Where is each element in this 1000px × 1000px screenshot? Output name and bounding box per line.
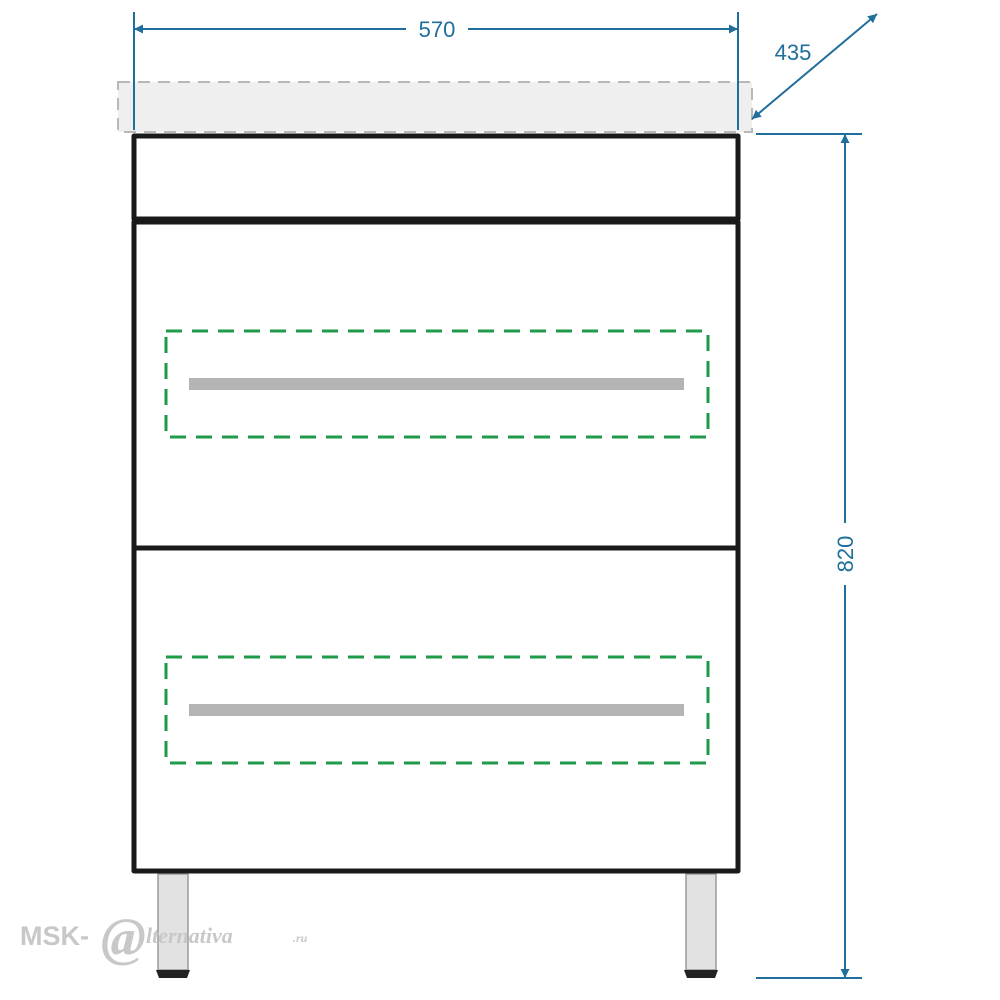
cabinet-body <box>131 133 741 874</box>
watermark-logo: MSK- @ lternativa .ru <box>20 907 308 967</box>
depth-dimension: 435 <box>751 13 878 120</box>
leg-right <box>684 873 718 978</box>
drawer-upper-handle-zone <box>164 329 710 439</box>
leg-left <box>156 873 190 978</box>
watermark-suffix: lternativa <box>146 923 233 948</box>
depth-label: 435 <box>775 40 812 65</box>
drawer-lower-handle <box>189 704 684 716</box>
drawer-upper-handle <box>189 378 684 390</box>
watermark-domain: .ru <box>293 931 308 945</box>
watermark-prefix: MSK- <box>20 921 89 951</box>
width-dimension: 570 <box>133 12 739 130</box>
height-label: 820 <box>833 536 858 573</box>
width-label: 570 <box>419 17 456 42</box>
watermark-at-sign: @ <box>101 907 146 967</box>
height-dimension: 820 <box>756 133 862 979</box>
drawer-lower-handle-zone <box>164 655 710 765</box>
sink-top <box>117 81 753 133</box>
top-panel <box>131 133 741 222</box>
